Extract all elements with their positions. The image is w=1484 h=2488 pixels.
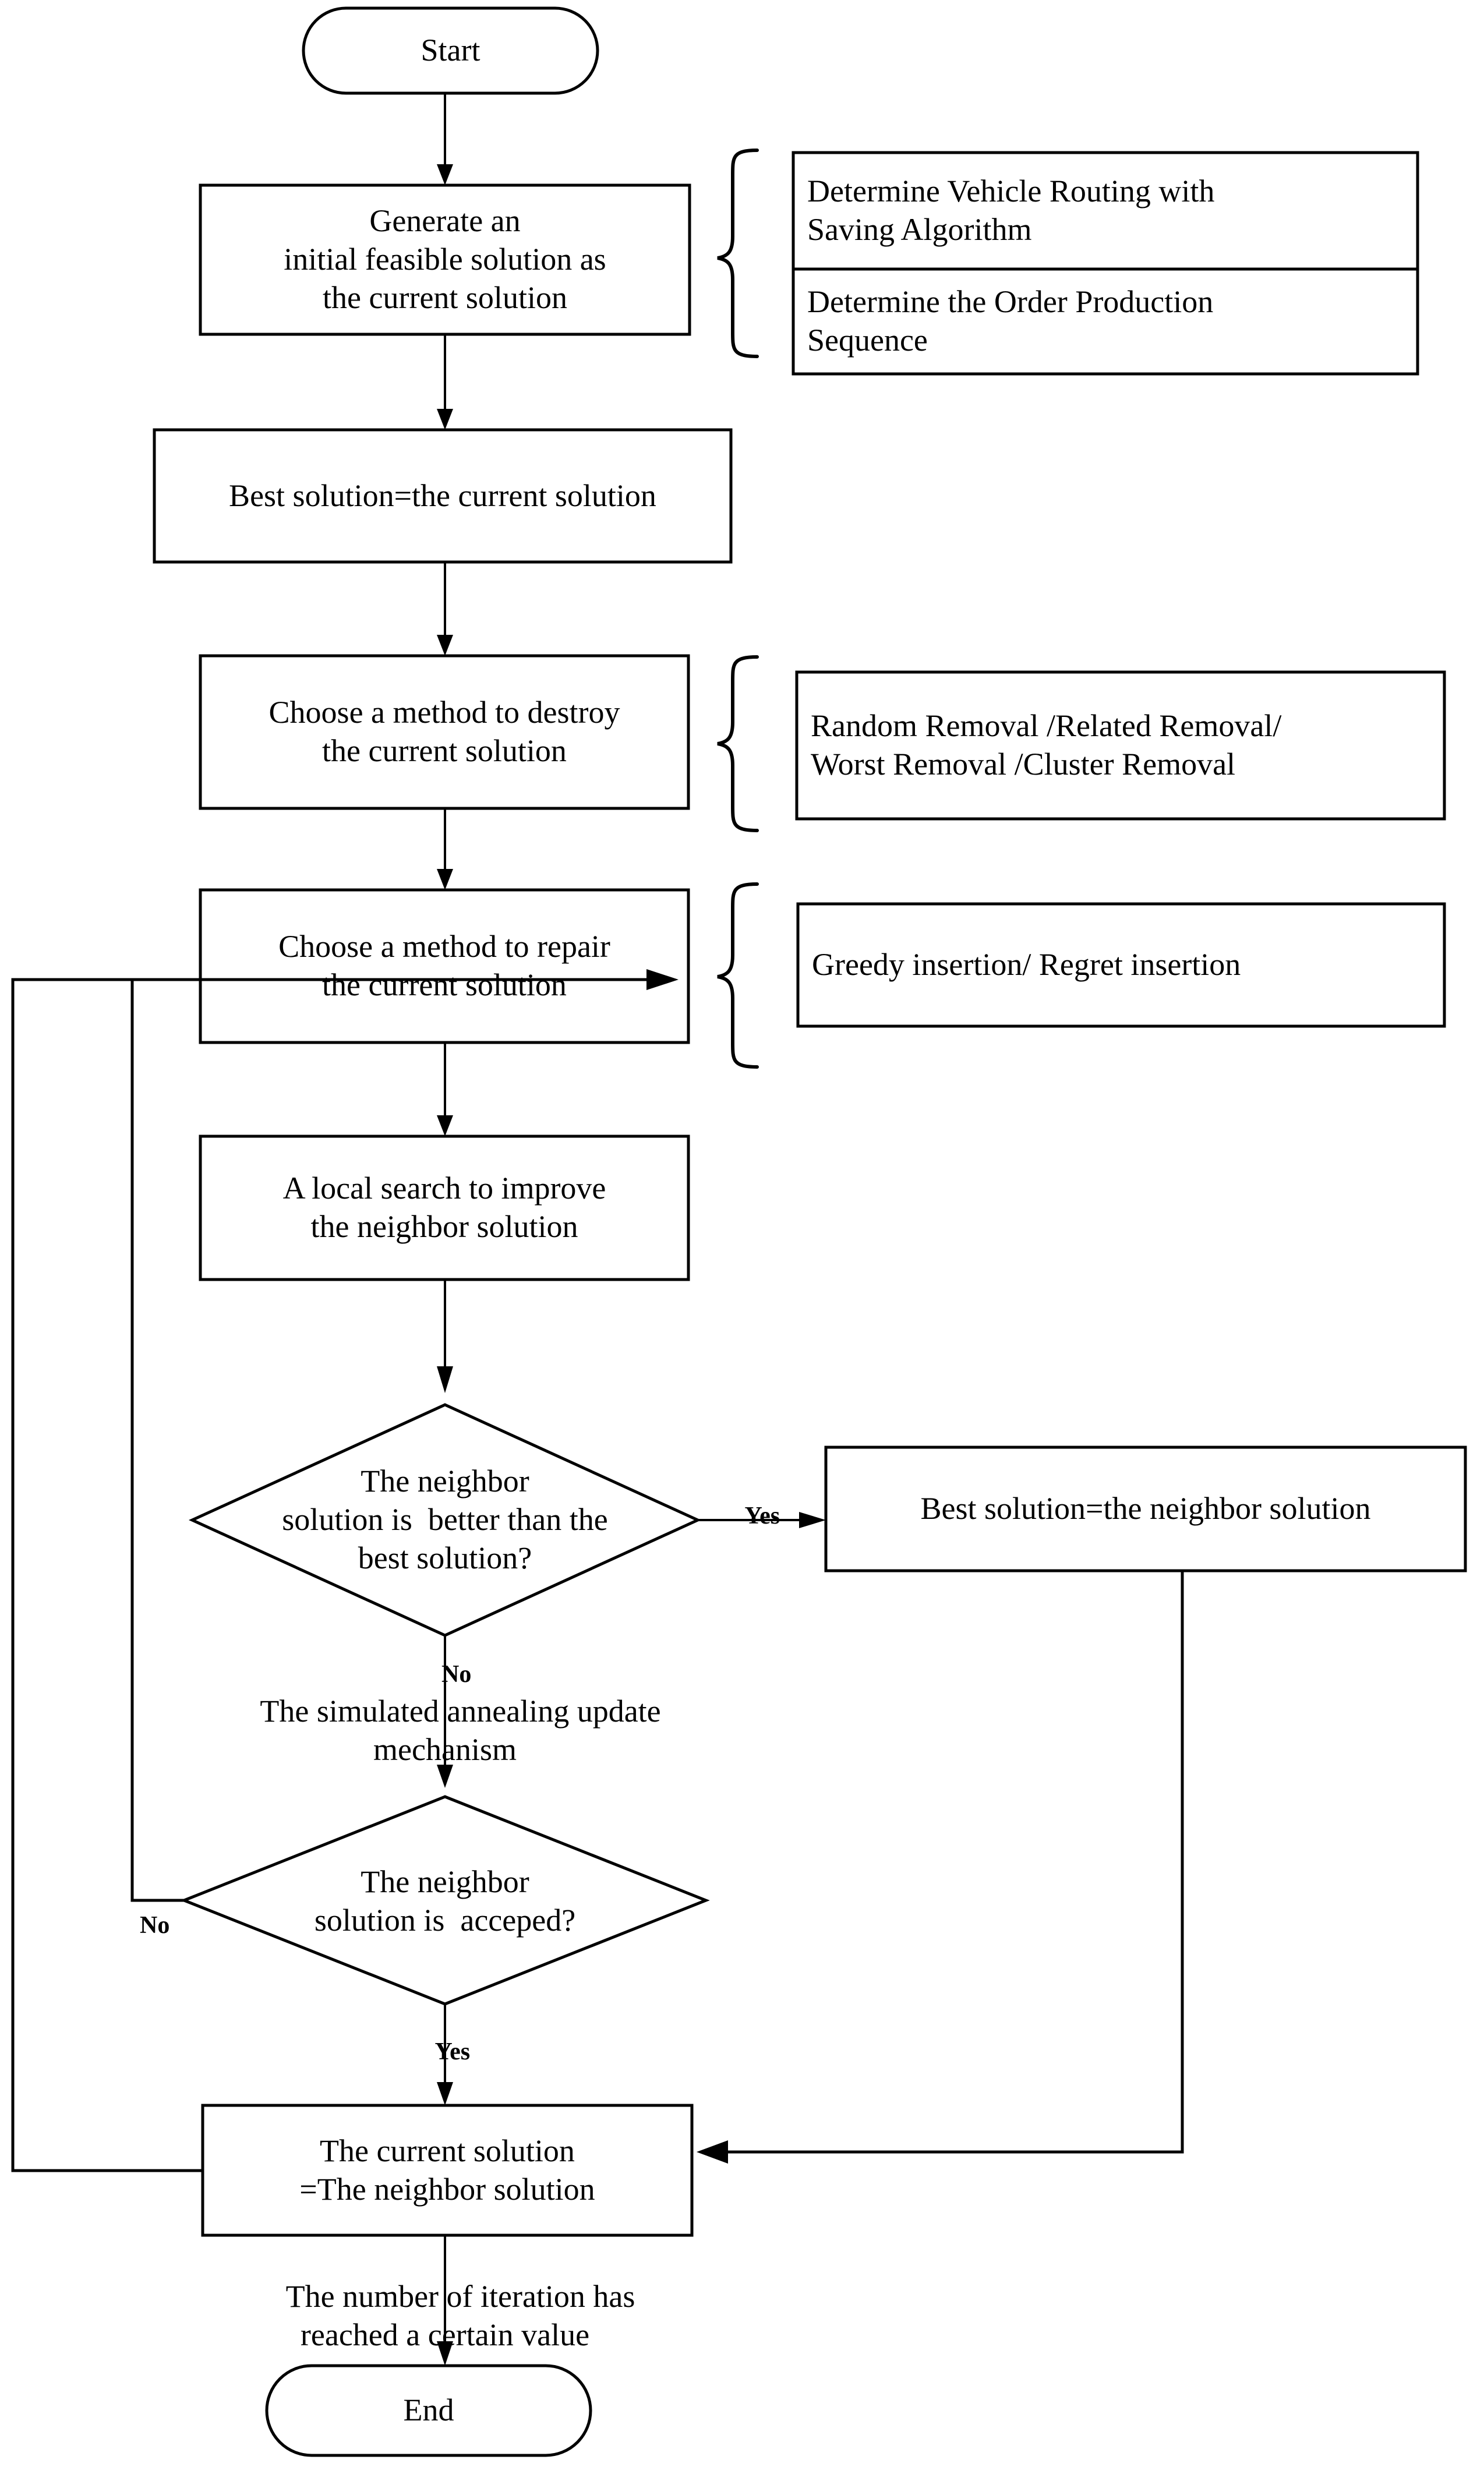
edge-label-accepted-no-text: No	[140, 1912, 170, 1939]
annotation-destroy-methods-box	[795, 670, 1446, 821]
choose-destroy-box-shape	[199, 654, 690, 810]
free-text-iteration-limit-label: The number of iteration has reached a ce…	[285, 2278, 635, 2352]
feedback-best-neighbor-to-current	[723, 1571, 1184, 2154]
decision-better-shape	[188, 1403, 702, 1637]
free-text-iteration-limit: The number of iteration has reached a ce…	[165, 2239, 725, 2393]
edge-label-better-yes: Yes	[721, 1479, 780, 1553]
feedback-current-to-repair	[11, 978, 652, 2172]
best-equals-current-box-shape	[153, 428, 733, 564]
arrowhead-current-to-end	[437, 2341, 453, 2366]
arrowhead-generate-to-best	[437, 409, 453, 430]
arrowhead-repair-to-localsearch	[437, 1115, 453, 1136]
arrowhead-decision-accepted-yes	[437, 2082, 453, 2105]
edge-label-accepted-yes-text: Yes	[434, 2038, 471, 2065]
arrowhead-best-to-destroy	[437, 635, 453, 656]
arrowhead-destroy-to-repair	[437, 869, 453, 890]
arrowhead-start-to-generate	[437, 164, 453, 185]
free-text-simulated-annealing-label: The simulated annealing update mechanism	[260, 1693, 661, 1767]
current-equals-neighbor-box-shape	[201, 2104, 694, 2237]
choose-repair-box-shape	[199, 888, 690, 1044]
edge-label-accepted-yes: Yes	[411, 2015, 470, 2088]
annotation-initial-methods-box	[792, 151, 1419, 271]
free-text-simulated-annealing: The simulated annealing update mechanism	[154, 1654, 736, 1808]
annotation-initial-methods-box-row2	[792, 267, 1419, 376]
edge-label-better-no-text: No	[441, 1661, 472, 1688]
arrowhead-feedback-best-neighbor	[697, 2140, 728, 2164]
edge-label-better-yes-text: Yes	[744, 1503, 780, 1529]
arrowhead-decision-better-yes	[799, 1512, 826, 1528]
arrowhead-feedback-to-repair	[646, 969, 679, 990]
end-terminator-shape	[265, 2364, 592, 2457]
curly-brace-destroy-methods	[717, 655, 759, 832]
arrowhead-localsearch-to-decision-better	[437, 1366, 453, 1393]
curly-brace-repair-methods	[717, 882, 759, 1069]
edge-label-accepted-no: No	[115, 1889, 169, 1962]
start-terminator-shape	[302, 6, 599, 95]
decision-accepted-shape	[180, 1795, 710, 2006]
local-search-box-shape	[199, 1135, 690, 1281]
curly-brace-initial-methods	[717, 149, 759, 358]
arrowhead-decision-better-no	[437, 1765, 453, 1788]
best-equals-neighbor-box-shape	[824, 1446, 1467, 1572]
generate-initial-box-shape	[199, 183, 691, 336]
annotation-repair-methods-box	[796, 902, 1446, 1028]
edge-label-better-no: No	[417, 1638, 471, 1711]
